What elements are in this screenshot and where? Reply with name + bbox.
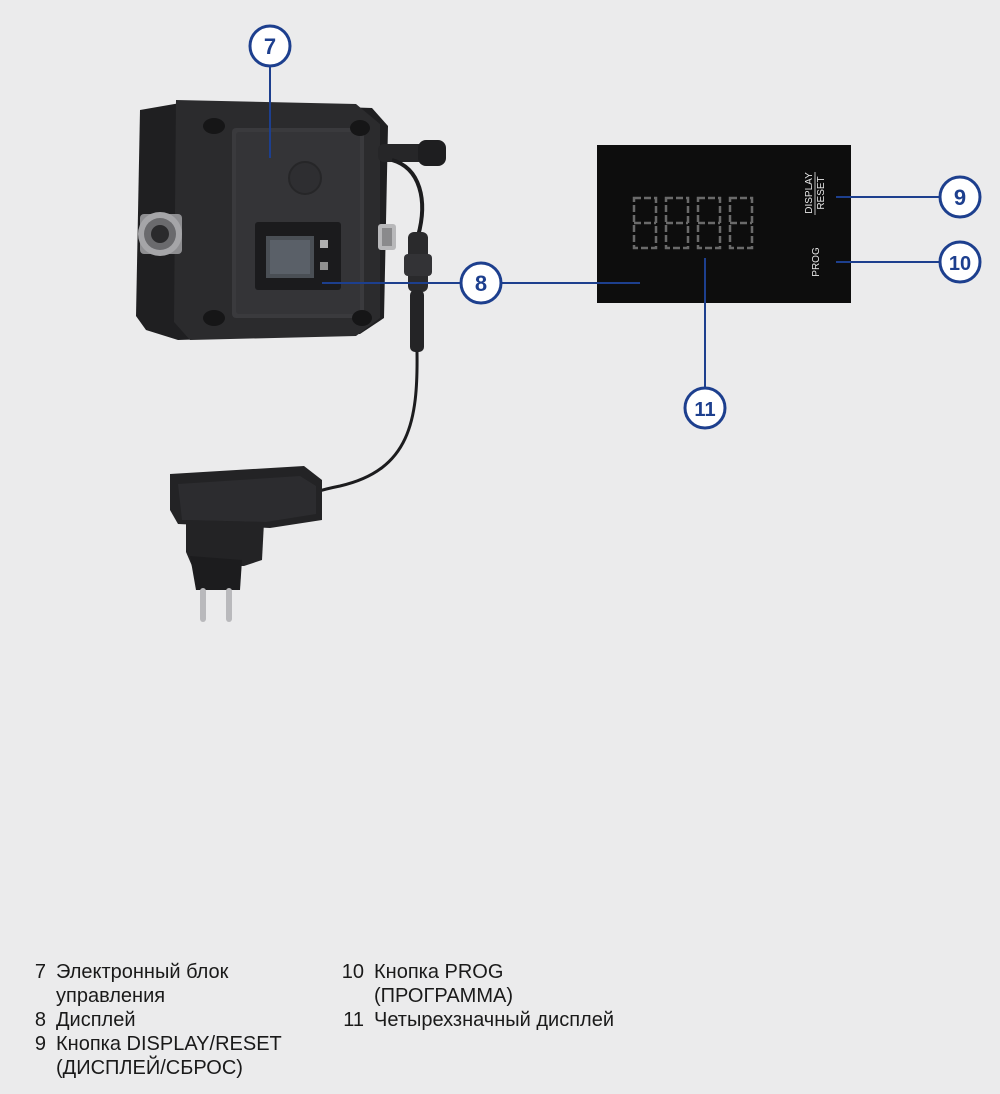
- leader-lines: [269, 66, 940, 388]
- display-digit: [664, 196, 690, 250]
- legend-number: 9: [34, 1033, 46, 1055]
- prog-button-label: PROG: [811, 247, 822, 277]
- power-cable: [315, 158, 432, 494]
- callout-9: 9: [938, 175, 982, 219]
- legend-item-10: 10 Кнопка PROG (ПРОГРАММА): [330, 960, 614, 1008]
- legend-number: 8: [34, 1009, 46, 1031]
- four-digit-display: [632, 196, 754, 250]
- legend-number: 7: [34, 961, 46, 983]
- legend-item-9: 9 Кнопка DISPLAY/RESET (ДИСПЛЕЙ/СБРОС): [20, 1032, 282, 1080]
- callout-10: 10: [938, 240, 982, 284]
- reset-button-label: RESET: [816, 176, 827, 209]
- legend-right: 10 Кнопка PROG (ПРОГРАММА) 11 Четырехзна…: [330, 960, 614, 1032]
- callout-11-label: 11: [694, 399, 715, 421]
- power-adapter: [170, 466, 322, 622]
- display-digit: [696, 196, 722, 250]
- legend-text: Кнопка PROG (ПРОГРАММА): [374, 961, 513, 1007]
- display-digit: [728, 196, 754, 250]
- front-panel: DISPLAY RESET PROG: [597, 145, 851, 303]
- legend-number: 11: [343, 1009, 364, 1031]
- legend-item-8: 8 Дисплей: [20, 1008, 282, 1032]
- legend-text: Электронный блок управления: [56, 961, 229, 1007]
- prog-button[interactable]: PROG: [811, 247, 822, 277]
- legend-left: 7 Электронный блок управления 8 Дисплей …: [20, 960, 282, 1080]
- legend-text: Дисплей: [56, 1009, 136, 1031]
- device-diagram: DISPLAY RESET PROG 7 8 9 10 11: [136, 24, 982, 622]
- callout-10-label: 10: [949, 253, 971, 275]
- legend-item-11: 11 Четырехзначный дисплей: [330, 1008, 614, 1032]
- callout-7-label: 7: [264, 34, 276, 59]
- legend-text: Четырехзначный дисплей: [374, 1009, 615, 1031]
- display-reset-button[interactable]: DISPLAY RESET: [804, 172, 827, 215]
- display-button-label: DISPLAY: [804, 172, 815, 214]
- callout-11: 11: [683, 386, 727, 430]
- control-unit: [136, 100, 446, 340]
- legend-number: 10: [341, 961, 364, 983]
- legend-item-7: 7 Электронный блок управления: [20, 960, 282, 1008]
- callout-8-label: 8: [475, 271, 487, 296]
- display-digit: [632, 196, 658, 250]
- callout-7: 7: [248, 24, 292, 68]
- callout-8: 8: [459, 261, 503, 305]
- legend-text: Кнопка DISPLAY/RESET (ДИСПЛЕЙ/СБРОС): [56, 1033, 282, 1079]
- callout-9-label: 9: [954, 185, 966, 210]
